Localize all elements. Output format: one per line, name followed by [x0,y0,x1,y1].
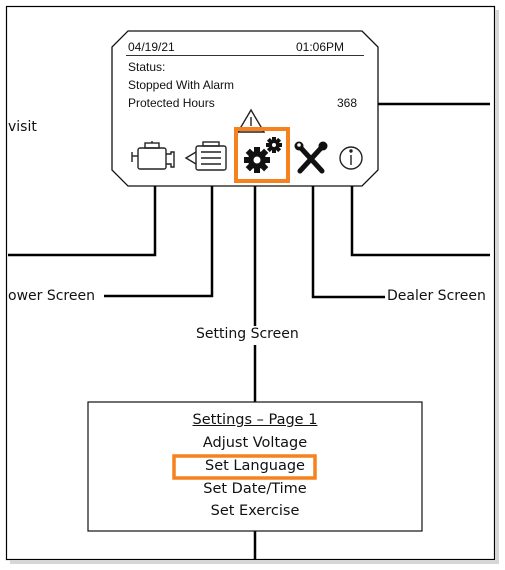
connector-lines [8,102,490,560]
controller-time: 01:06PM [296,40,345,54]
settings-item-set-exercise[interactable]: Set Exercise [210,503,300,519]
protected-hours-label: Protected Hours [128,96,215,110]
label-dealer-screen: Dealer Screen [387,288,486,304]
controller-screen-outline [111,30,379,187]
info-icon[interactable] [339,146,363,170]
status-label: Status: [128,60,166,74]
gears-icon[interactable] [244,137,282,173]
settings-item-adjust-voltage[interactable]: Adjust Voltage [202,435,308,451]
settings-menu-title: Settings – Page 1 [192,412,318,428]
controller-divider [126,55,364,56]
label-setting-screen: Setting Screen [196,326,299,342]
tools-icon[interactable] [294,141,328,174]
label-power-screen: ower Screen [8,288,95,304]
set-language-highlight [172,454,317,480]
battery-icon [184,141,227,171]
gears-icon-highlight [234,127,290,183]
status-value: Stopped With Alarm [128,78,235,92]
engine-icon [131,141,175,170]
protected-hours-value: 368 [337,96,358,110]
settings-item-set-language[interactable]: Set Language [205,458,305,474]
label-visit-partial: visit [8,119,37,135]
settings-item-set-date-time[interactable]: Set Date/Time [203,481,307,497]
settings-menu-box [87,401,423,532]
controller-date: 04/19/21 [128,40,175,54]
